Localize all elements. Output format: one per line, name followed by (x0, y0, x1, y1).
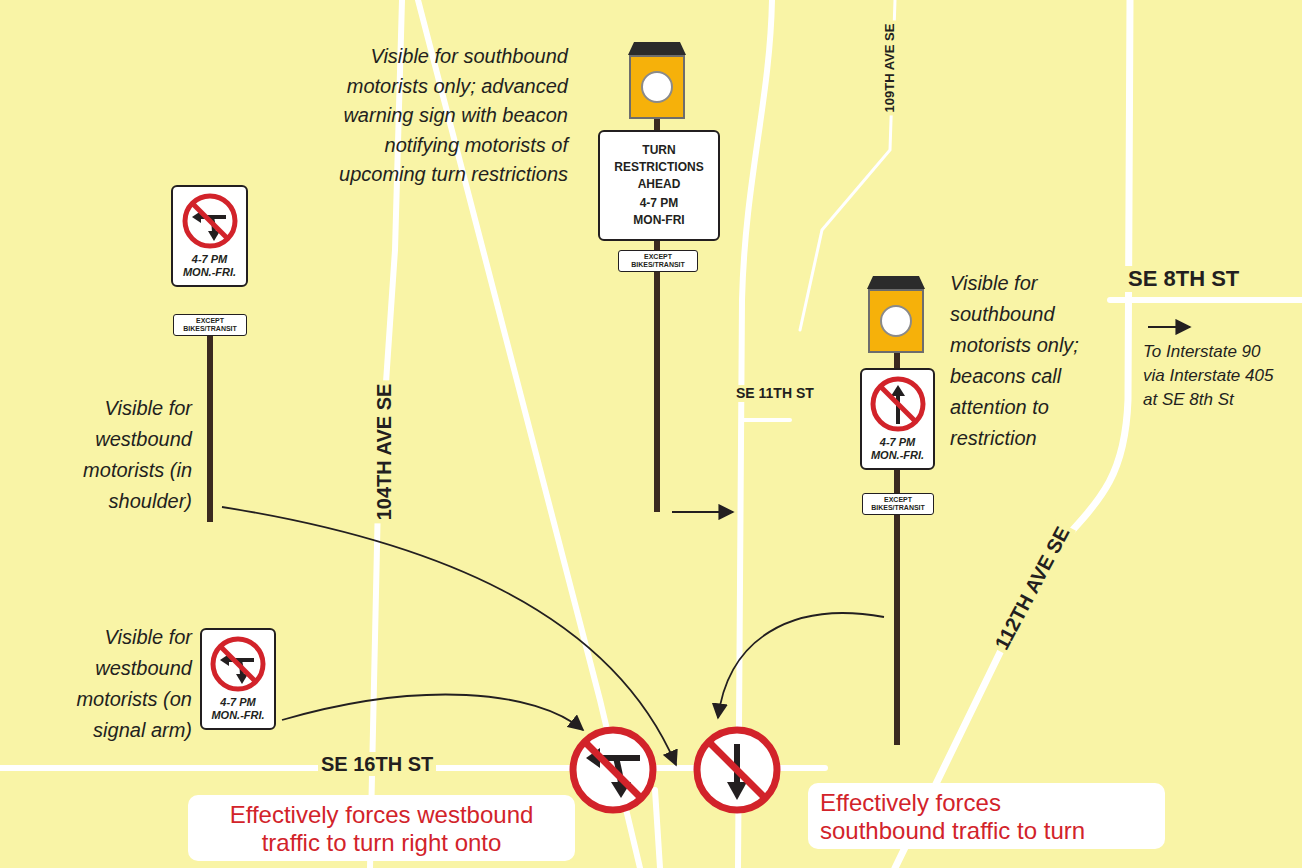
beacon (628, 42, 686, 55)
sign-pole (207, 110, 900, 745)
street-name: SE 11TH ST (733, 385, 817, 402)
beacon (628, 42, 925, 352)
beacon (630, 56, 684, 118)
sign-text: 4-7 PM MON.-FRI. (175, 253, 244, 279)
regulatory-sign: 4-7 PM MON.-FRI. (860, 368, 935, 470)
prohibition-symbol (221, 647, 255, 681)
prohibition-symbol (891, 385, 905, 396)
road (655, 790, 660, 868)
effect-note-box: Effectively forces westbound traffic to … (188, 795, 575, 861)
road (742, 418, 790, 422)
no-through-symbol (727, 782, 747, 800)
effect-note: Effectively forces southbound traffic to… (820, 789, 1120, 845)
callout-note: To Interstate 90 via Interstate 405 at S… (1143, 340, 1285, 412)
leader-arrow (1148, 326, 1190, 328)
effect-note-box: Effectively forces southbound traffic to… (808, 783, 1165, 849)
beacon (881, 306, 911, 336)
prohibition-symbol (881, 387, 915, 421)
no-left-no-through-symbol (573, 730, 653, 810)
road (370, 0, 402, 868)
regulatory-sign: 4-7 PM MON.-FRI. (200, 628, 276, 730)
sign-text: 4-7 PM MON.-FRI. (204, 696, 272, 722)
sign-text: 4-7 PM MON-FRI (628, 195, 690, 229)
leader-arrow (282, 695, 583, 730)
prohibition-symbol (868, 374, 928, 434)
sign-pole (207, 330, 213, 522)
supplemental-plate: EXCEPT BIKES/TRANSIT (618, 250, 698, 272)
beacon (869, 290, 923, 352)
leader-arrow (718, 613, 884, 718)
beacon (867, 276, 925, 289)
plate-text: EXCEPT BIKES/TRANSIT (176, 317, 244, 333)
effect-note: Effectively forces westbound traffic to … (198, 801, 565, 857)
street-name: SE 8TH ST (1125, 266, 1242, 292)
street-name: SE 16TH ST (318, 752, 436, 776)
leader-arrow (222, 507, 676, 765)
no-through-symbol (697, 730, 777, 810)
leader-arrow (222, 327, 1190, 765)
callout-note: Visible for southbound motorists only; b… (950, 268, 1096, 454)
warning-sign: TURN RESTRICTIONS AHEAD4-7 PM MON-FRI (598, 130, 720, 241)
no-left-no-through-symbol (573, 730, 653, 810)
callout-note: Visible for southbound motorists only; a… (300, 42, 568, 190)
no-left-no-through-symbol (585, 742, 641, 798)
callout-note: Visible for westbound motorists (on sign… (58, 622, 192, 746)
street-name: 109TH AVE SE (882, 21, 898, 116)
supplemental-plate: EXCEPT BIKES/TRANSIT (862, 493, 934, 515)
street-name: 104TH AVE SE (372, 381, 396, 524)
prohibition-symbol (180, 191, 240, 251)
regulatory-sign: 4-7 PM MON.-FRI. (171, 185, 248, 287)
prohibition-symbol (185, 196, 235, 246)
prohibition-symbol (208, 634, 268, 694)
leader-arrow (672, 511, 733, 513)
supplemental-plate: EXCEPT BIKES/TRANSIT (173, 314, 247, 336)
road (1110, 297, 1302, 303)
prohibition-symbol (896, 394, 900, 424)
sign-text: 4-7 PM MON.-FRI. (864, 436, 931, 462)
callout-note: Visible for westbound motorists (in shou… (58, 393, 192, 517)
no-through-symbol (709, 742, 765, 798)
plate-text: EXCEPT BIKES/TRANSIT (865, 496, 931, 512)
prohibition-symbol (193, 204, 227, 238)
street-name: 112TH AVE SE (988, 520, 1076, 656)
sign-text: TURN RESTRICTIONS AHEAD (604, 142, 714, 193)
prohibition-symbol (213, 639, 263, 689)
beacon (642, 72, 672, 102)
plate-text: EXCEPT BIKES/TRANSIT (621, 253, 695, 269)
no-through-symbol (697, 730, 777, 810)
prohibition-symbol (873, 379, 923, 429)
